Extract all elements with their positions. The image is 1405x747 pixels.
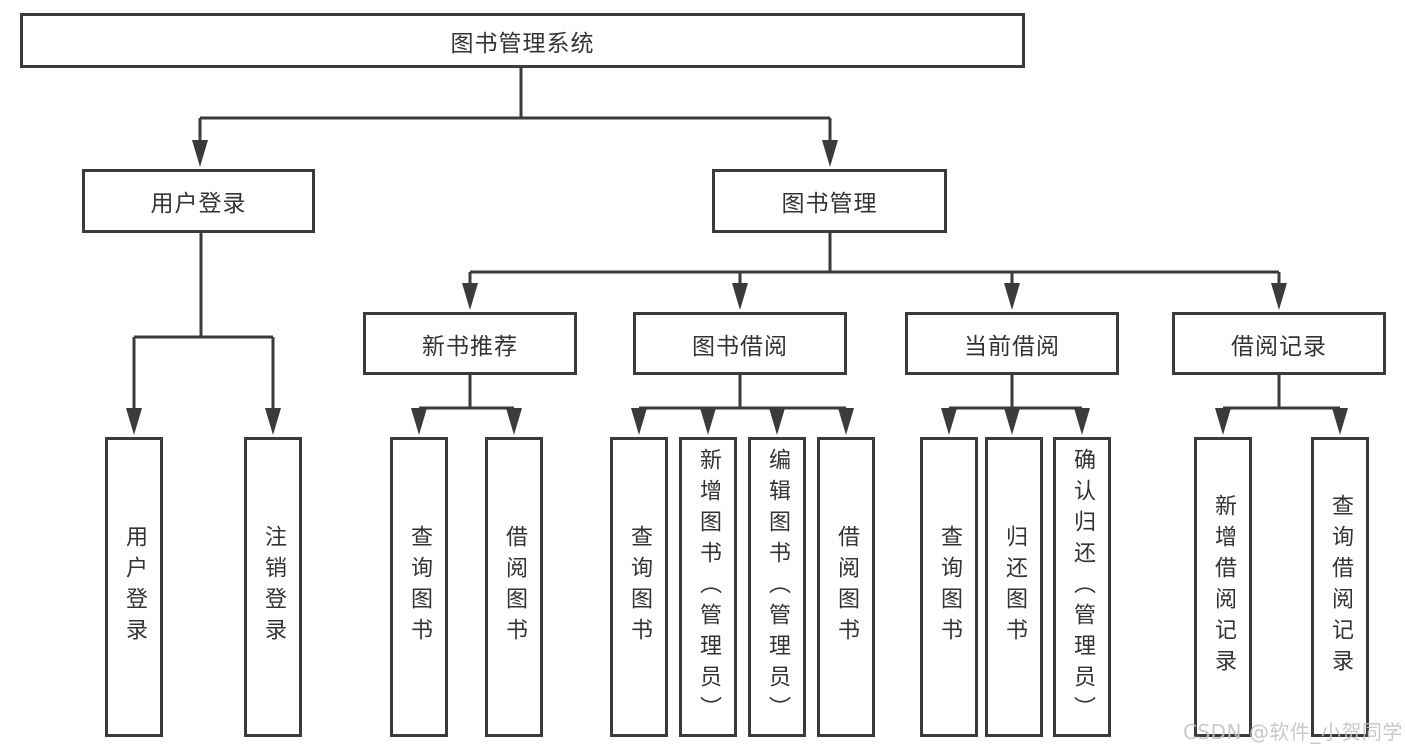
node-book-borrowing: 图书借阅 xyxy=(633,312,847,375)
leaf-user-login: 用户登录 xyxy=(105,437,163,737)
leaf-edit-books-admin: 编辑图书（管理员） xyxy=(748,437,806,737)
watermark-text: CSDN @软件_小贺同学 xyxy=(1183,720,1403,744)
leaf-search-borrow-record: 查询借阅记录 xyxy=(1311,437,1369,737)
node-borrowing-records: 借阅记录 xyxy=(1172,312,1386,375)
node-new-book-recommendation: 新书推荐 xyxy=(363,312,577,375)
node-library-management-system: 图书管理系统 xyxy=(20,13,1025,68)
leaf-logout: 注销登录 xyxy=(244,437,302,737)
leaf-search-books-current: 查询图书 xyxy=(920,437,978,737)
leaf-borrow-books-recommend: 借阅图书 xyxy=(485,437,543,737)
leaf-confirm-return-admin: 确认归还（管理员） xyxy=(1053,437,1111,737)
node-user-login: 用户登录 xyxy=(82,169,315,233)
node-current-borrowing: 当前借阅 xyxy=(905,312,1119,375)
leaf-search-books-borrowing: 查询图书 xyxy=(610,437,668,737)
leaf-return-books: 归还图书 xyxy=(985,437,1043,737)
leaf-add-books-admin: 新增图书（管理员） xyxy=(679,437,737,737)
node-book-management: 图书管理 xyxy=(712,169,947,233)
leaf-search-books-recommend: 查询图书 xyxy=(390,437,448,737)
leaf-add-borrow-record: 新增借阅记录 xyxy=(1194,437,1252,737)
leaf-borrow-books: 借阅图书 xyxy=(817,437,875,737)
